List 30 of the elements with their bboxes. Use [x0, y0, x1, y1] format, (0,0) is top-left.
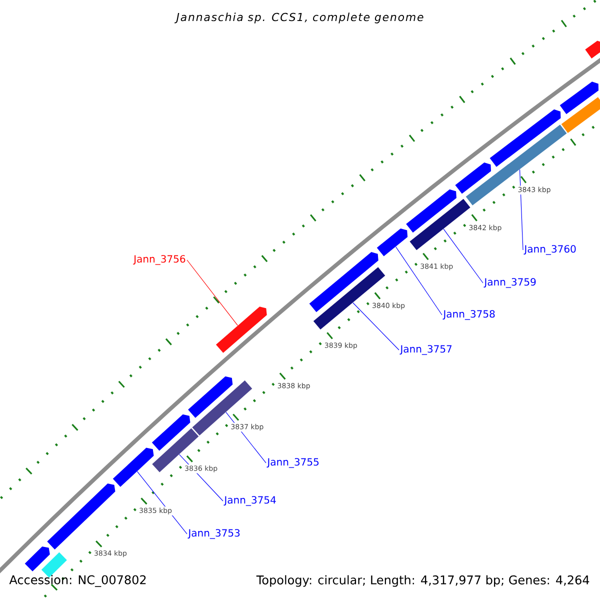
- gene-label: Jann_3755: [266, 458, 319, 468]
- gene-feature: [455, 162, 492, 194]
- gene-feature: [47, 484, 116, 550]
- gene-bar: [561, 97, 600, 133]
- gene-label: Jann_3753: [188, 529, 240, 539]
- gene-feature: [376, 228, 408, 256]
- gene-feature: [24, 546, 50, 572]
- gene-feature: [406, 189, 456, 233]
- accession-label: Accession: NC_007802: [9, 575, 146, 587]
- gene-feature: [216, 306, 267, 353]
- leader-line: [396, 246, 442, 316]
- gene-label: Jann_3754: [224, 496, 276, 506]
- gene-label: Jann_3760: [524, 245, 576, 255]
- gene-feature: [188, 376, 233, 418]
- title: Jannaschia sp. CCS1, complete genome: [174, 12, 424, 24]
- gene-feature: [490, 109, 561, 167]
- genome-info: Topology: circular; Length: 4,317,977 bp; Genes: 4,264: [256, 575, 590, 587]
- gene-label: Jann_3757: [400, 345, 452, 355]
- gene-bar: [466, 124, 567, 206]
- gene-feature: [560, 82, 599, 114]
- gene-label: Jann_3759: [484, 278, 536, 288]
- gene-bar: [192, 380, 252, 436]
- gene-label: Jann_3758: [442, 310, 495, 320]
- gene-label: Jann_3756: [133, 255, 186, 265]
- leader-line: [186, 260, 238, 326]
- gene-feature: [152, 414, 190, 451]
- leader-line: [519, 169, 524, 250]
- gene-feature: [112, 448, 154, 487]
- gene-bar: [410, 198, 470, 250]
- gene-feature: [585, 40, 600, 58]
